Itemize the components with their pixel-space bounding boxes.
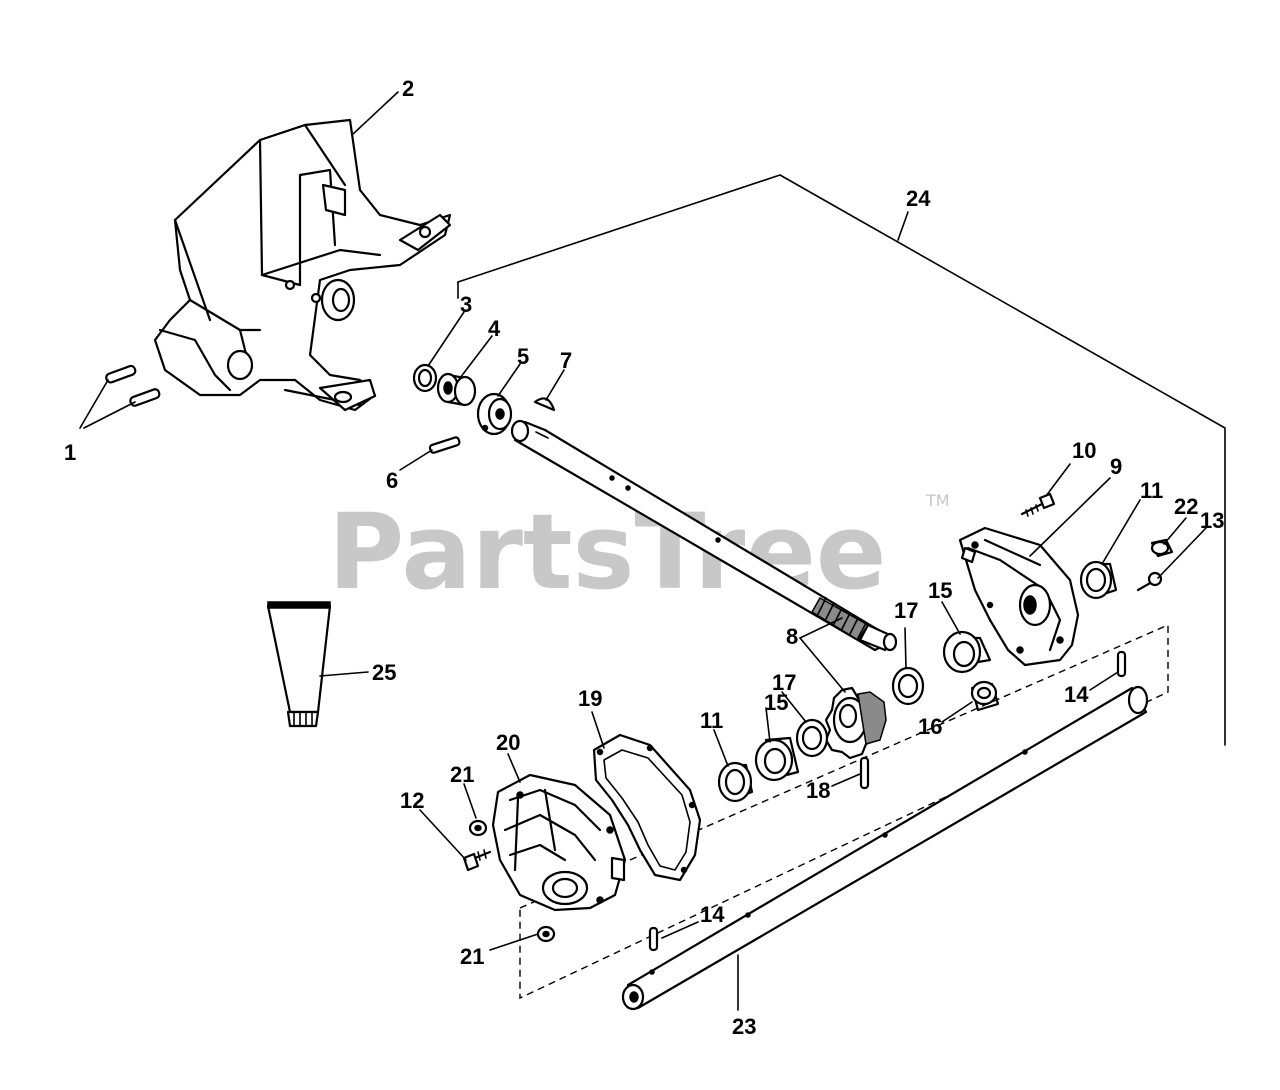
part-6-pin	[428, 436, 461, 454]
callout-23: 23	[732, 1014, 756, 1039]
part-17-thrust-washer-lower	[795, 718, 829, 758]
callout-2: 2	[402, 76, 414, 101]
part-23-auger-shaft	[621, 685, 1149, 1011]
callout-19: 19	[578, 686, 602, 711]
callout-6: 6	[386, 468, 398, 493]
part-15-bearing-lower	[754, 736, 800, 782]
callout-22: 22	[1174, 494, 1198, 519]
part-8-gear	[824, 686, 887, 760]
dashed-guide-shaft-group	[519, 623, 1169, 1000]
callout-21-lower: 21	[460, 944, 484, 969]
part-8-worm-shaft	[510, 419, 898, 652]
callout-18: 18	[806, 778, 830, 803]
leader-lines	[79, 91, 1207, 1011]
part-20-gear-housing-left	[491, 773, 627, 912]
callout-17-upper: 17	[894, 598, 918, 623]
callout-4: 4	[488, 316, 501, 341]
part-7-key	[533, 397, 556, 412]
callout-1: 1	[64, 440, 76, 465]
callout-7: 7	[560, 348, 572, 373]
callout-21-upper: 21	[450, 762, 474, 787]
part-19-gasket	[592, 733, 702, 882]
callout-16: 16	[918, 714, 942, 739]
callout-5: 5	[517, 344, 529, 369]
callout-10: 10	[1072, 438, 1096, 463]
callout-12: 12	[400, 788, 424, 813]
callout-15-upper: 15	[928, 578, 952, 603]
part-13-screw	[1136, 571, 1163, 592]
callout-15-lower: 15	[764, 690, 788, 715]
part-21-nut-lower	[536, 925, 556, 943]
part-15-bearing-upper	[942, 630, 992, 674]
callout-20: 20	[496, 730, 520, 755]
part-22-nut	[1150, 538, 1174, 558]
part-9-gear-housing-right	[958, 526, 1080, 667]
part-12-bolt	[462, 849, 492, 872]
callout-9: 9	[1110, 454, 1122, 479]
callout-24: 24	[906, 186, 931, 211]
part-3-retaining-ring	[412, 363, 438, 393]
callout-14-upper: 14	[1064, 682, 1089, 707]
part-25-lubricant-tube	[266, 601, 332, 728]
callout-11-lower: 11	[700, 708, 723, 733]
callout-14-lower: 14	[700, 902, 725, 927]
part-14-pin-upper	[1116, 650, 1127, 678]
callout-3: 3	[460, 292, 472, 317]
part-1-shear-pins	[105, 364, 161, 407]
callout-11-upper: 11	[1140, 478, 1163, 503]
part-21-nut-upper	[468, 819, 488, 837]
part-11-seal-upper	[1079, 560, 1118, 600]
part-18-pin	[859, 756, 870, 790]
part-5-bearing	[476, 392, 513, 436]
callout-25: 25	[372, 660, 396, 685]
watermark-trademark: TM	[925, 491, 950, 510]
part-2-auger-housing	[153, 118, 452, 412]
part-16-bushing	[970, 680, 1000, 712]
part-14-pin-lower	[648, 926, 659, 952]
part-11-seal-lower	[717, 761, 754, 803]
callout-17-lower: 17	[772, 670, 796, 695]
part-10-bolt	[1020, 492, 1056, 517]
callout-labels: 1 2 3 4 5 6 7 8 9 10 11 11 12 13 14 14 1…	[64, 76, 1224, 1039]
callout-8: 8	[786, 624, 798, 649]
assembly-bracket-24	[457, 174, 1226, 746]
part-17-thrust-washer-upper	[891, 666, 925, 706]
callout-13: 13	[1200, 508, 1224, 533]
part-4-bushing	[436, 372, 477, 407]
